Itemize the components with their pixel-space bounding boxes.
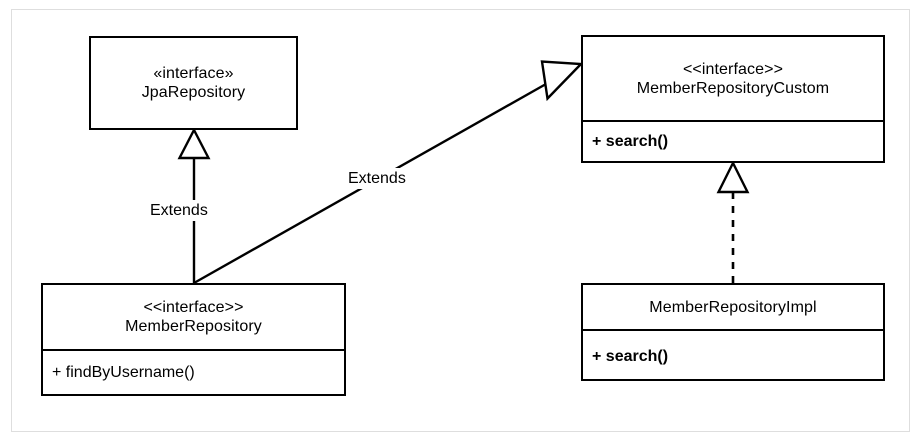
hollow-triangle-arrowhead-up bbox=[177, 127, 211, 160]
uml-member-label: + findByUsername() bbox=[52, 364, 195, 381]
uml-class-header-jpa-repository: «interface» JpaRepository bbox=[91, 38, 296, 128]
class-name-label: JpaRepository bbox=[141, 84, 246, 101]
stereotype-label: <<interface>> bbox=[682, 60, 784, 78]
uml-member-row: + findByUsername() bbox=[43, 351, 344, 394]
uml-class-jpa-repository[interactable]: «interface» JpaRepository bbox=[89, 36, 298, 130]
uml-class-header-member-repository: <<interface>> MemberRepository bbox=[43, 285, 344, 349]
edge-label-extends-jpa-repository: Extends bbox=[147, 200, 211, 221]
edge-label-text: Extends bbox=[150, 202, 208, 219]
compartment-divider bbox=[583, 329, 883, 331]
hollow-triangle-arrowhead-diagonal bbox=[540, 60, 584, 102]
class-name-label: MemberRepository bbox=[125, 318, 262, 335]
uml-class-member-repository[interactable]: <<interface>> MemberRepository + findByU… bbox=[41, 283, 346, 396]
uml-class-member-repository-custom[interactable]: <<interface>> MemberRepositoryCustom + s… bbox=[581, 35, 885, 163]
stereotype-label: «interface» bbox=[153, 65, 234, 82]
uml-member-row: + search() bbox=[583, 331, 883, 381]
diagram-frame bbox=[11, 9, 910, 432]
class-name-label: MemberRepositoryImpl bbox=[649, 298, 817, 316]
edge-label-extends-member-repository-custom: Extends bbox=[345, 168, 409, 189]
uml-member-row: + search() bbox=[583, 122, 883, 161]
uml-member-label: + search() bbox=[592, 347, 669, 365]
edge-label-text: Extends bbox=[348, 170, 406, 187]
uml-class-header-member-repository-impl: MemberRepositoryImpl bbox=[583, 285, 883, 329]
uml-class-member-repository-impl[interactable]: MemberRepositoryImpl + search() bbox=[581, 283, 885, 381]
compartment-divider bbox=[583, 120, 883, 122]
edge-member-repository-impl-implements-member-repository-custom bbox=[716, 160, 750, 283]
compartment-divider bbox=[43, 349, 344, 351]
stereotype-label: <<interface>> bbox=[143, 299, 244, 316]
class-name-label: MemberRepositoryCustom bbox=[636, 79, 830, 97]
hollow-triangle-arrowhead-realization bbox=[716, 160, 750, 194]
uml-member-label: + search() bbox=[592, 133, 669, 150]
uml-class-header-member-repository-custom: <<interface>> MemberRepositoryCustom bbox=[583, 37, 883, 120]
